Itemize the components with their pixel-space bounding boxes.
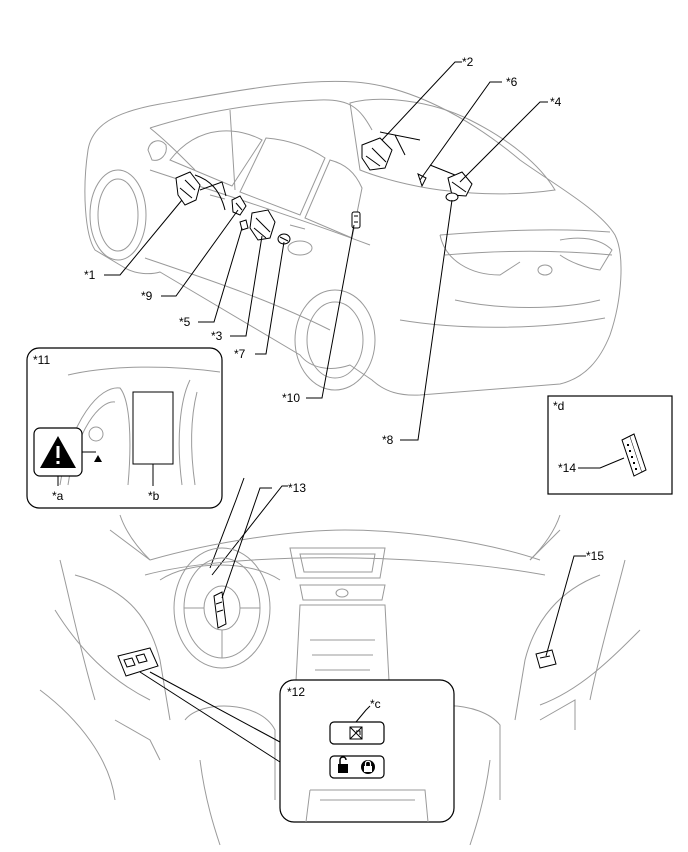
callout-d: *d: [553, 399, 565, 413]
front-window-clip: [239, 219, 249, 231]
callout-2: *2: [462, 55, 474, 69]
callout-8: *8: [382, 433, 394, 447]
switch-inset: [279, 679, 455, 823]
callout-13: *13: [288, 481, 307, 495]
callout-1: *1: [84, 268, 96, 282]
callout-3: *3: [211, 329, 223, 343]
callout-4: *4: [550, 95, 562, 109]
door-unlock-icon: [338, 756, 348, 773]
indicator-triangle-icon: [94, 455, 102, 462]
car-outline: [84, 80, 622, 396]
leader-lines: [104, 61, 548, 576]
callout-9: *9: [141, 289, 153, 303]
callout-c: *c: [370, 697, 381, 711]
callout-10: *10: [282, 391, 301, 405]
callout-6: *6: [506, 75, 518, 89]
rear-clip: [417, 173, 427, 188]
combination-switch: [213, 591, 227, 629]
callout-12: *12: [287, 685, 306, 699]
front-right-regulator: [429, 164, 473, 202]
rear-window-motor: [277, 233, 291, 245]
meter-inset: [26, 347, 223, 509]
control-module-inset: [547, 395, 673, 495]
door-control-receiver: [351, 211, 361, 229]
door-lock-icon: [361, 760, 375, 774]
window-lock-icon: [329, 721, 385, 745]
callout-a: *a: [52, 489, 64, 503]
callout-15: *15: [586, 549, 605, 563]
driver-power-window-switch: [117, 647, 159, 677]
callout-5: *5: [179, 315, 191, 329]
callout-7: *7: [234, 347, 246, 361]
warning-triangle-icon: [33, 427, 83, 477]
interior-leader-lines: [139, 487, 586, 763]
callout-b: *b: [148, 489, 160, 503]
front-door-regulator: [175, 171, 227, 211]
passenger-power-window-switch: [535, 649, 557, 669]
rear-door-regulator: [249, 209, 276, 241]
callout-14: *14: [558, 461, 577, 475]
front-window-motor: [231, 195, 247, 216]
rear-right-regulator: [361, 131, 421, 171]
callout-11: *11: [33, 353, 51, 367]
